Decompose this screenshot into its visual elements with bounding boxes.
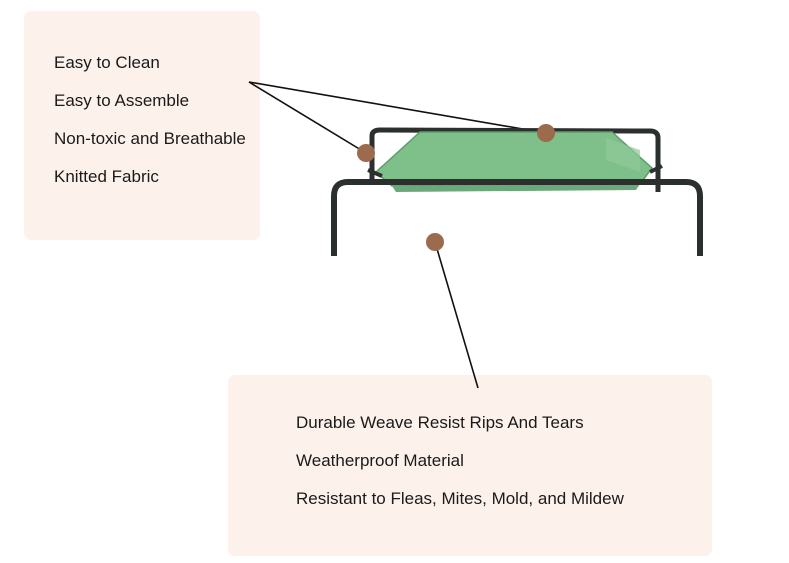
bottom-feature-item: Weatherproof Material bbox=[296, 451, 464, 470]
frame-clip-left bbox=[367, 168, 383, 178]
top-feature-item: Non-toxic and Breathable bbox=[54, 129, 246, 148]
callout-line-fabric-left bbox=[248, 81, 367, 154]
frame-front bbox=[331, 179, 703, 256]
top-feature-item: Knitted Fabric bbox=[54, 167, 159, 186]
fabric-edge bbox=[392, 184, 640, 192]
marker-dot-fabric-left bbox=[357, 144, 375, 162]
bottom-feature-item: Durable Weave Resist Rips And Tears bbox=[296, 413, 584, 432]
bottom-feature-item: Resistant to Fleas, Mites, Mold, and Mil… bbox=[296, 489, 624, 508]
bottom-features-card bbox=[228, 375, 712, 556]
frame-back-rail bbox=[369, 127, 661, 192]
marker-dot-frame bbox=[426, 233, 444, 251]
callout-line-frame bbox=[434, 241, 479, 389]
marker-dot-fabric-top bbox=[537, 124, 555, 142]
top-feature-item: Easy to Clean bbox=[54, 53, 160, 72]
fabric-headrest bbox=[606, 138, 640, 172]
frame-clip-right bbox=[649, 164, 663, 174]
callout-line-fabric-top bbox=[248, 81, 547, 134]
top-feature-item: Easy to Assemble bbox=[54, 91, 190, 110]
top-features-card bbox=[24, 11, 260, 240]
